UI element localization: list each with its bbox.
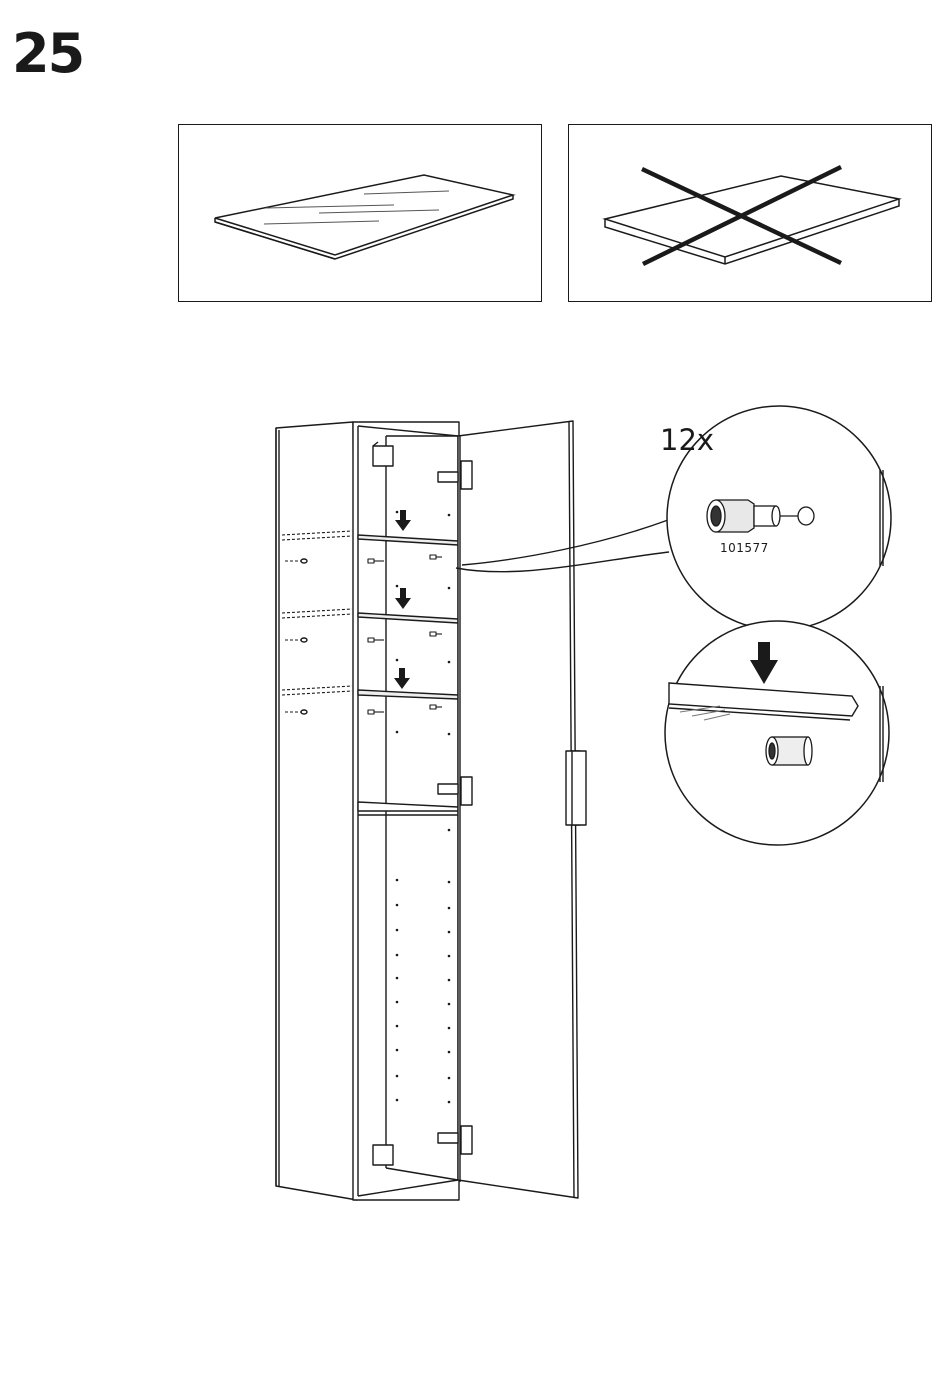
cabinet-illustration: 101577 12x: [0, 380, 950, 1220]
quantity-label: 12x: [660, 423, 714, 457]
glass-shelf-drawing: [179, 125, 543, 303]
zoom-callout-shelf: [665, 621, 889, 845]
step-number: 25: [12, 22, 83, 85]
solid-shelf-drawing: [569, 125, 933, 303]
cabinet-door: [458, 421, 586, 1198]
cabinet-carcass: [353, 422, 459, 1200]
solid-shelf-panel: [568, 124, 932, 302]
cabinet-side-panel: [276, 422, 357, 1200]
part-number: 101577: [720, 541, 769, 555]
glass-shelf-panel: [178, 124, 542, 302]
